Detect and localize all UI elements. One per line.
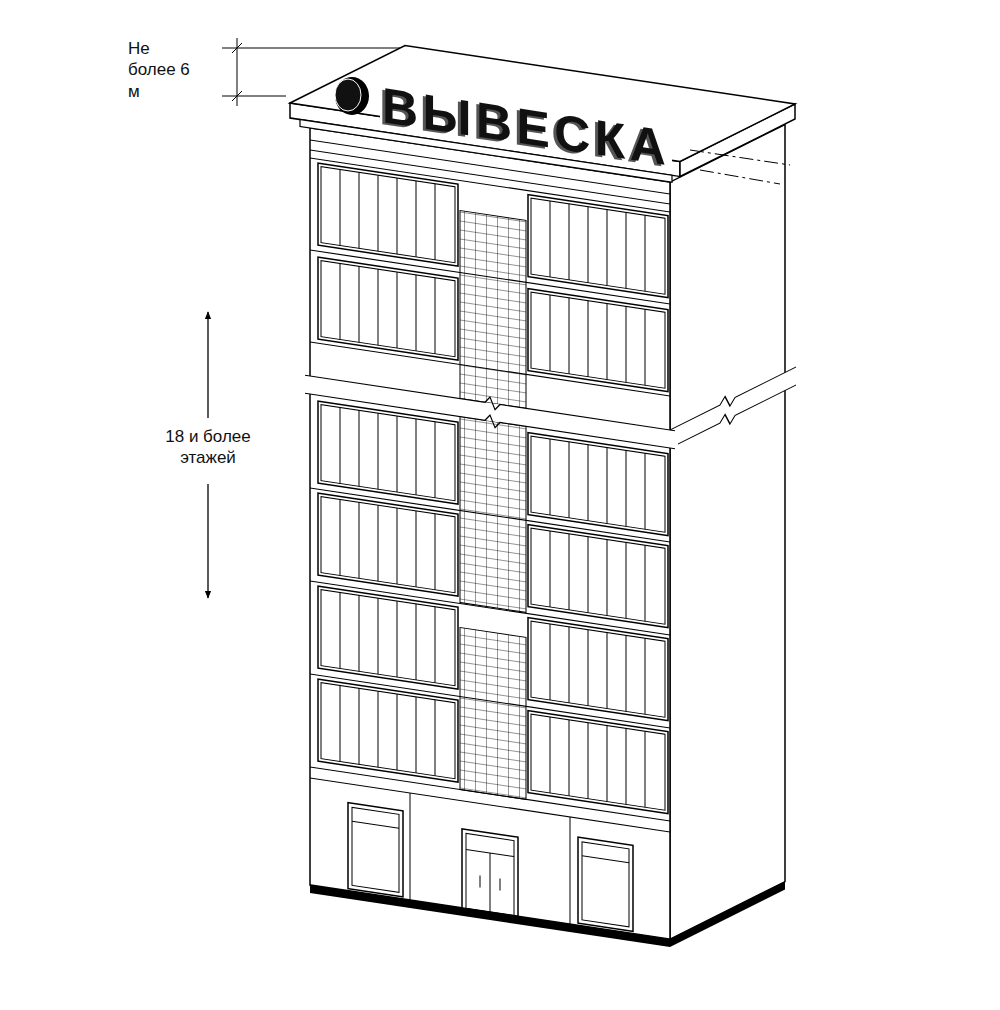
dimension-lines (222, 38, 400, 106)
sign-logo-face (335, 79, 361, 111)
side-face (668, 119, 797, 949)
front-face (290, 103, 680, 949)
sign-guide (690, 150, 790, 184)
sign-logo (335, 77, 369, 115)
floors-label: 18 и более этажей (156, 426, 260, 469)
dimension-label: Не более 6 м (128, 38, 202, 102)
